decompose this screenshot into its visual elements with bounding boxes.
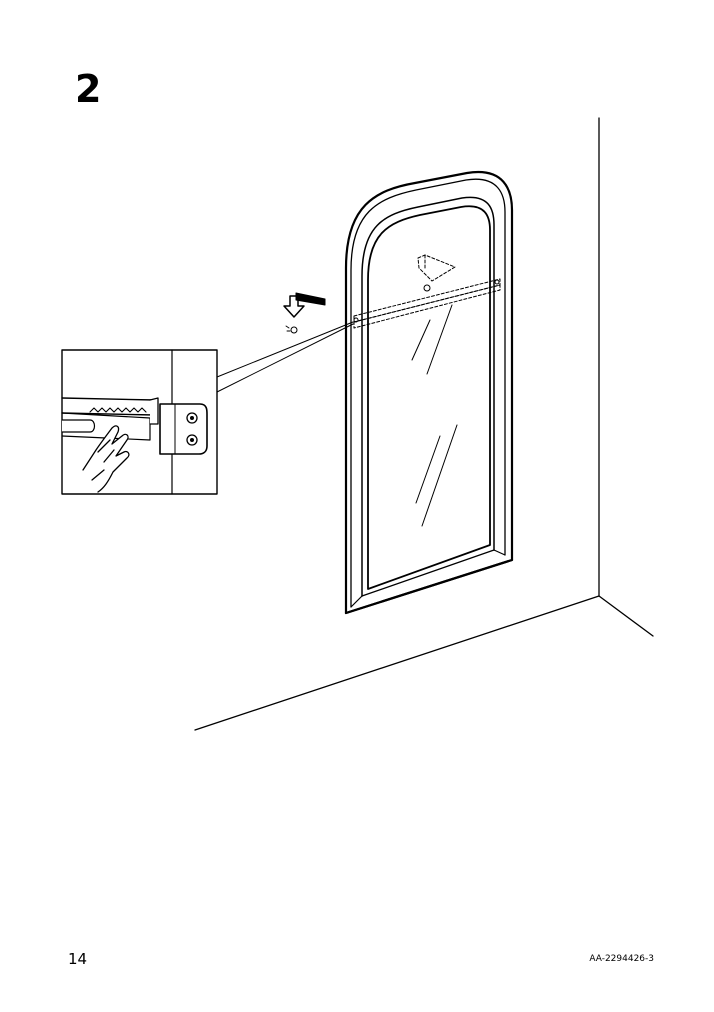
callout-lines xyxy=(216,321,354,393)
bracket-screws xyxy=(353,279,500,323)
room-lines xyxy=(194,117,654,731)
document-code: AA-2294426-3 xyxy=(589,954,654,964)
step-number: 2 xyxy=(75,67,102,111)
page-number: 14 xyxy=(68,950,88,968)
arrow-down-push-icon xyxy=(283,292,326,334)
hand-icon xyxy=(82,425,130,493)
mirror-frame xyxy=(344,170,514,615)
detail-callout xyxy=(61,349,218,495)
hidden-bracket xyxy=(353,254,501,329)
